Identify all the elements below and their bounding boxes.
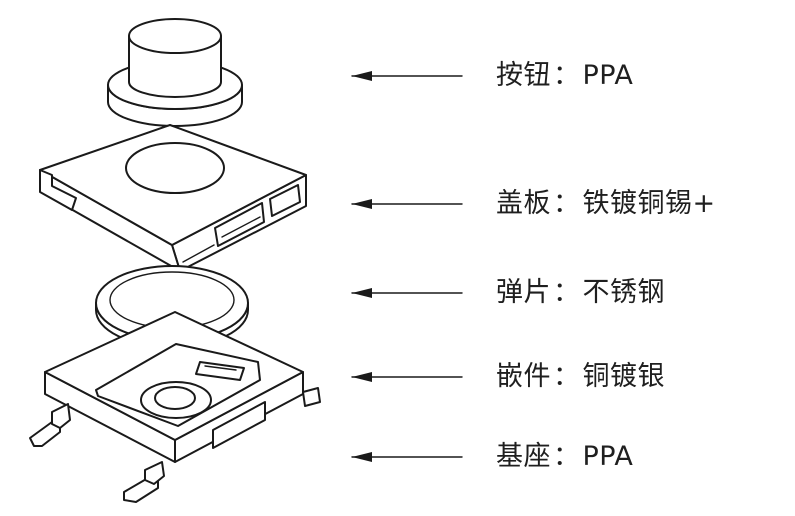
arrow-button xyxy=(351,71,463,81)
arrow-insert xyxy=(351,372,463,382)
label-insert: 嵌件：铜镀银 xyxy=(496,363,665,390)
label-base-part: 基座 xyxy=(496,441,551,472)
button-part xyxy=(107,18,243,127)
label-separator: ： xyxy=(553,361,581,392)
label-base: 基座：PPA xyxy=(496,443,633,470)
label-button-material: PPA xyxy=(582,60,634,91)
label-insert-part: 嵌件 xyxy=(496,361,551,392)
label-separator: ： xyxy=(553,277,581,308)
label-spring-dome: 弹片：不锈钢 xyxy=(496,279,665,306)
label-button: 按钮：PPA xyxy=(496,62,633,89)
label-base-material: PPA xyxy=(582,441,634,472)
label-insert-material: 铜镀银 xyxy=(582,361,665,392)
arrow-spring-dome xyxy=(351,288,463,298)
label-spring-dome-part: 弹片 xyxy=(496,277,551,308)
label-cover-plate: 盖板：铁镀铜锡+ xyxy=(496,190,716,217)
label-button-part: 按钮 xyxy=(496,60,551,91)
label-separator: ： xyxy=(553,188,581,219)
label-separator: ： xyxy=(553,60,581,91)
label-cover-plate-material: 铁镀铜锡+ xyxy=(582,188,716,219)
base-part xyxy=(29,311,321,503)
arrow-base xyxy=(351,452,463,462)
cover-plate-part xyxy=(39,124,307,272)
label-separator: ： xyxy=(553,441,581,472)
arrow-cover-plate xyxy=(351,199,463,209)
label-spring-dome-material: 不锈钢 xyxy=(582,277,665,308)
label-cover-plate-part: 盖板 xyxy=(496,188,551,219)
leader-arrows xyxy=(351,71,463,462)
